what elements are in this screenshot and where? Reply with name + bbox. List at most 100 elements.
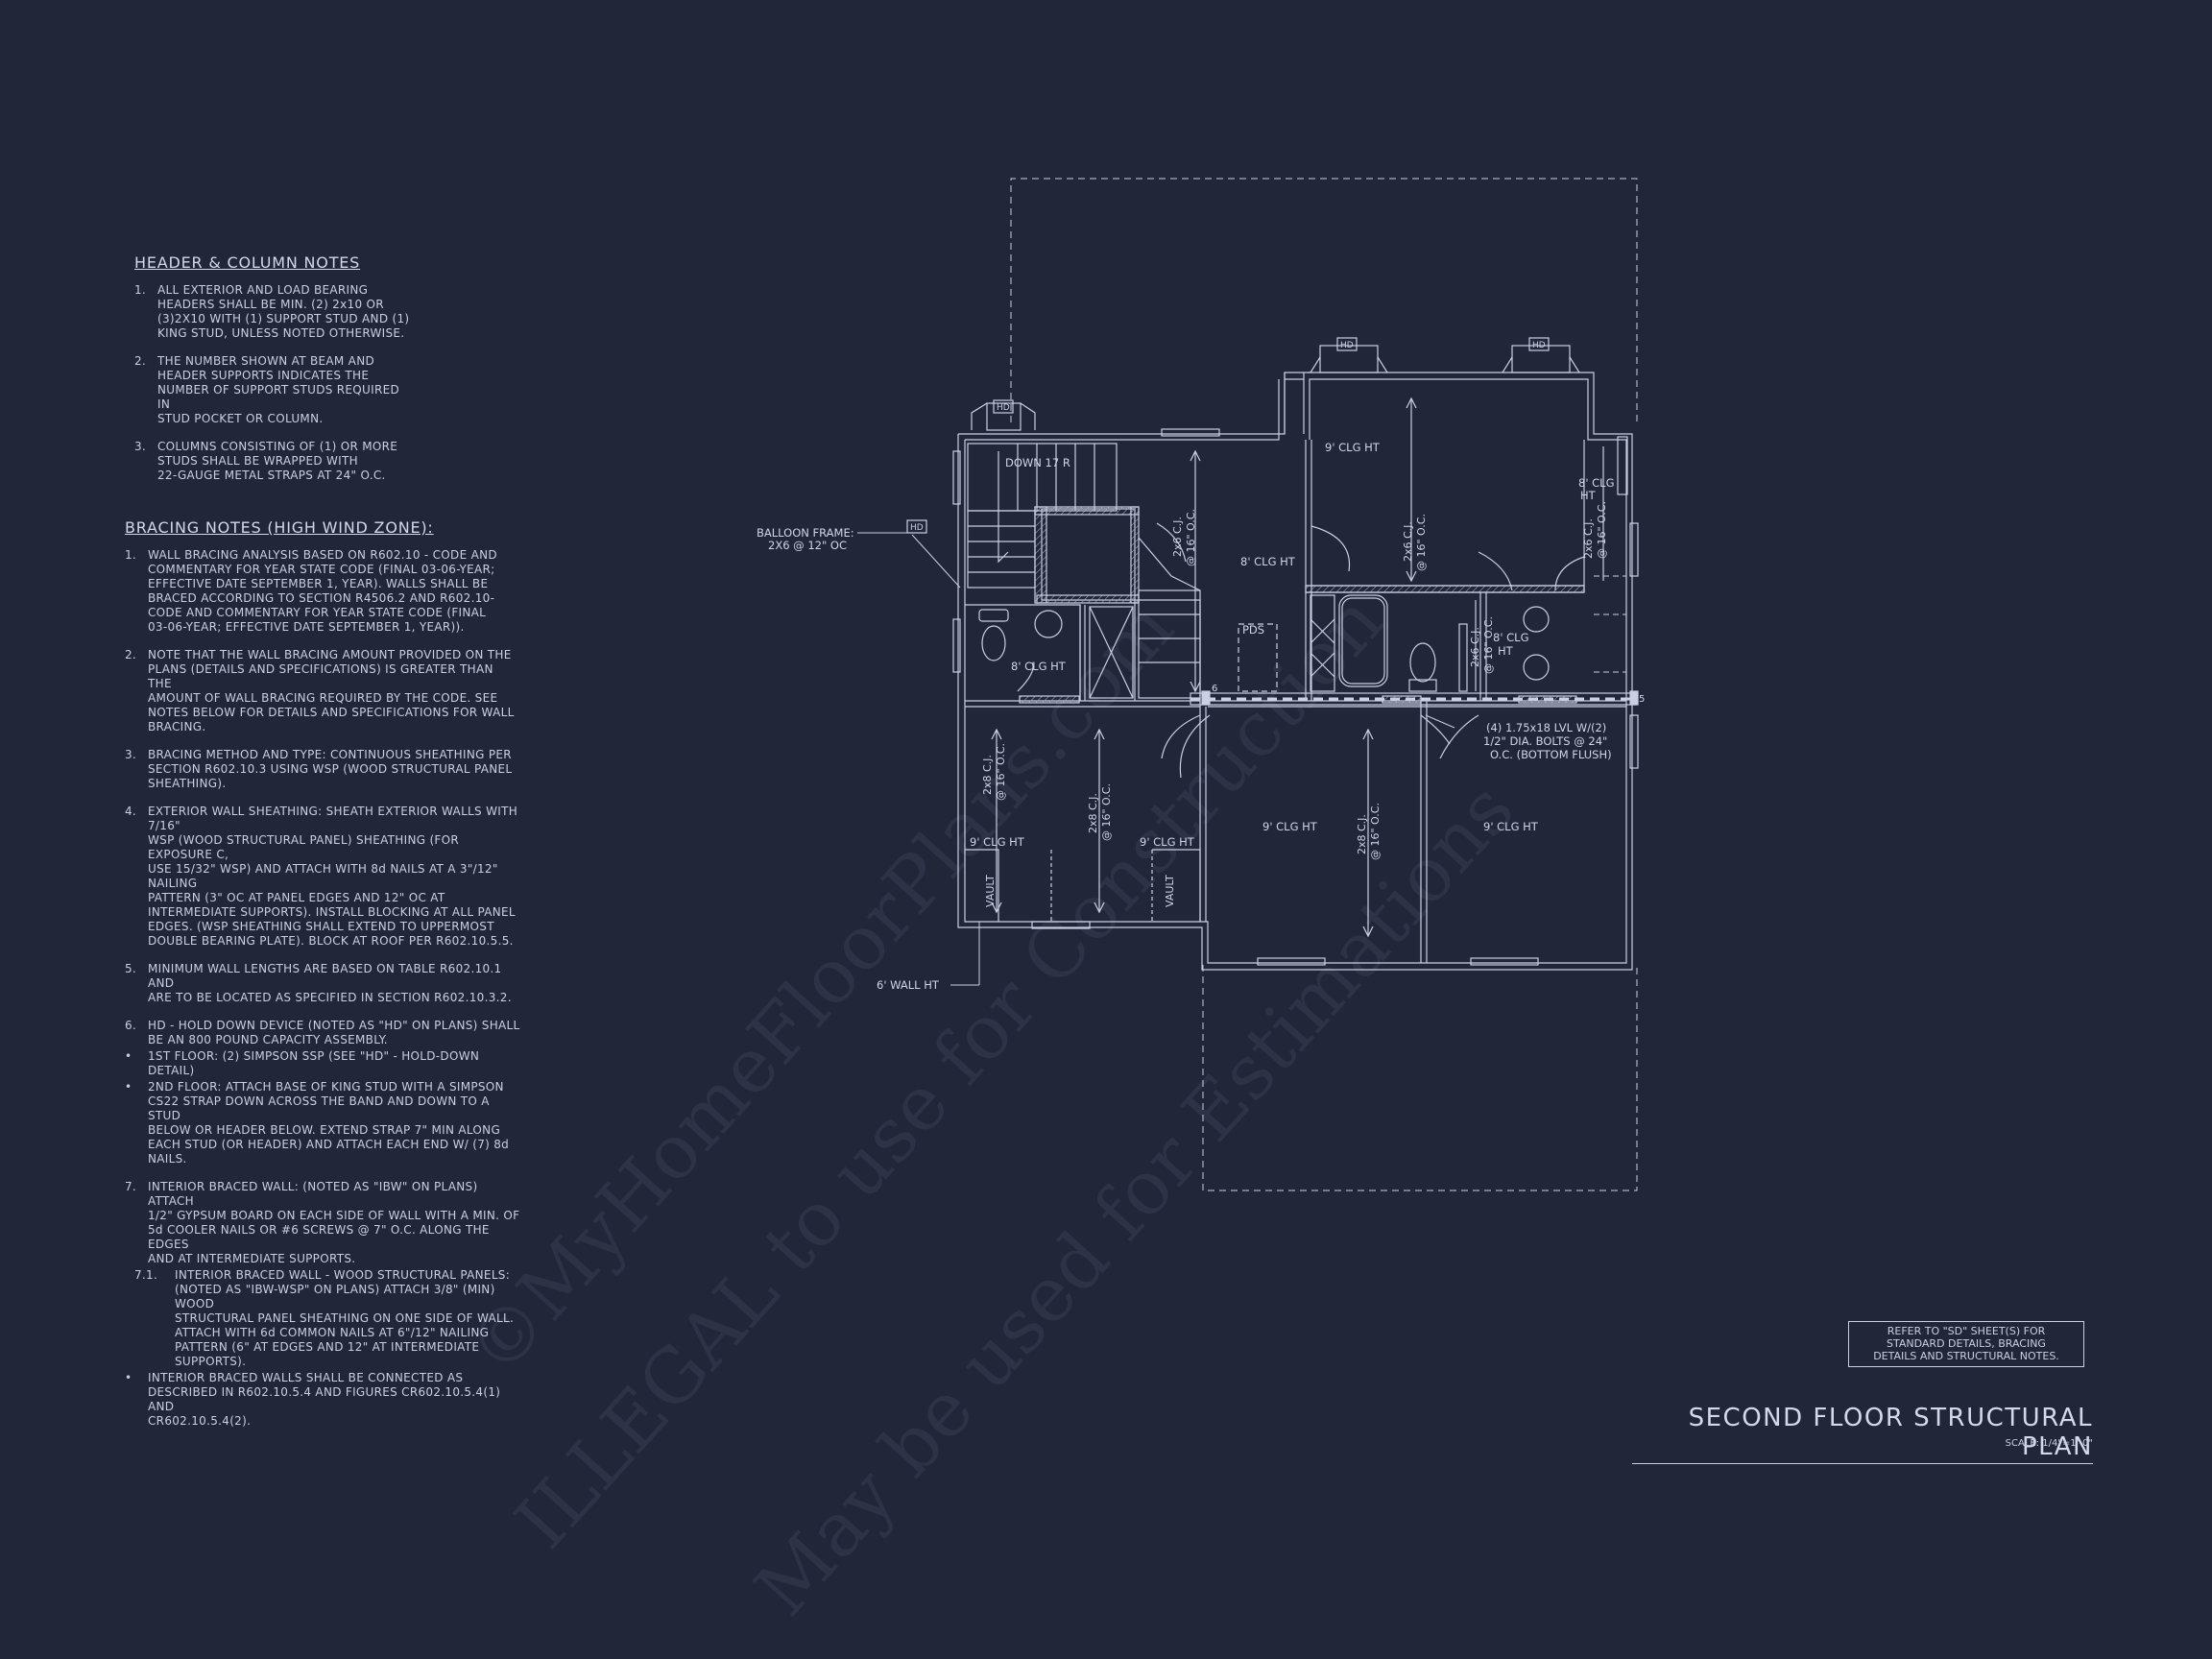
joist-label: 2x6 C.J.: [1402, 521, 1414, 562]
dashed-roof-outline: [1010, 178, 1638, 1191]
note-number: 1.: [125, 548, 137, 562]
reference-note: REFER TO "SD" SHEET(S) FOR STANDARD DETA…: [1848, 1321, 2084, 1367]
stair: [967, 443, 1201, 699]
note-text: 1ST FLOOR: (2) SIMPSON SSP (SEE "HD" - H…: [148, 1049, 480, 1077]
note-item: 3. COLUMNS CONSISTING OF (1) OR MORE STUD…: [134, 440, 413, 483]
stud-count: 5: [1639, 694, 1645, 705]
note-text: INTERIOR BRACED WALL - WOOD STRUCTURAL P…: [175, 1268, 515, 1368]
note-text: WALL BRACING ANALYSIS BASED ON R602.10 -…: [148, 548, 497, 634]
note-item: 2.THE NUMBER SHOWN AT BEAM AND HEADER SU…: [134, 354, 413, 426]
hd-label: HD: [910, 523, 924, 533]
balloon-frame-label: BALLOON FRAME:: [757, 526, 854, 540]
hd-label: HD: [1532, 341, 1546, 350]
joist-arrows: [991, 397, 1604, 938]
joist-label: @ 16" O.C.: [995, 743, 1007, 801]
note-number: 1.: [134, 283, 147, 297]
lvl-beam: [1190, 690, 1639, 706]
stair-down-label: DOWN 17 R: [1005, 456, 1070, 469]
beam-note: (4) 1.75x18 LVL W/(2): [1486, 721, 1606, 734]
hatched-walls: [1019, 506, 1585, 704]
dashed-framing: [1594, 575, 1626, 673]
joist-label: @ 16" O.C.: [1100, 783, 1113, 841]
joist-label: @ 16" O.C.: [1185, 509, 1197, 566]
joist-label: @ 16" O.C.: [1596, 501, 1608, 559]
windows: [952, 428, 1639, 966]
ceiling-height-label: HT: [1580, 489, 1597, 502]
hold-down-markers: [906, 337, 1580, 534]
wall-height-label: 6' WALL HT: [877, 978, 940, 992]
leaders: [857, 532, 1455, 986]
vault-label: VAULT: [984, 875, 997, 907]
note-item: 3. BRACING METHOD AND TYPE: CONTINUOUS SH…: [125, 748, 520, 791]
ceiling-height-label: 8' CLG: [1578, 476, 1614, 490]
note-item: 5. MINIMUM WALL LENGTHS ARE BASED ON TABL…: [125, 962, 520, 1005]
beam-note: 1/2" DIA. BOLTS @ 24": [1483, 734, 1607, 748]
joist-label: 2x6 C.J.: [1469, 627, 1481, 667]
note-text: THE NUMBER SHOWN AT BEAM AND HEADER SUPP…: [157, 354, 400, 425]
joist-label: @ 16" O.C.: [1482, 616, 1495, 674]
bracing-notes: BRACING NOTES (HIGH WIND ZONE): 1. WALL B…: [125, 520, 520, 1442]
ceiling-height-label: 9' CLG HT: [1262, 820, 1318, 833]
vault-areas: [965, 849, 1201, 922]
bracing-notes-title: BRACING NOTES (HIGH WIND ZONE):: [125, 518, 434, 537]
hd-label: HD: [997, 403, 1010, 413]
bath-fixtures: [978, 594, 1550, 699]
note-number: 4.: [125, 805, 137, 818]
door-swings: [1017, 522, 1585, 779]
bracing-notes-list: 1. WALL BRACING ANALYSIS BASED ON R602.10…: [125, 548, 520, 1429]
beam-note: O.C. (BOTTOM FLUSH): [1490, 748, 1612, 761]
ceiling-height-label: 8' CLG HT: [1240, 555, 1296, 568]
note-number: 3.: [125, 748, 137, 761]
joist-label: 2x8 C.J.: [1356, 814, 1368, 854]
header-notes-list: 1. ALL EXTERIOR AND LOAD BEARING HEADERS …: [134, 283, 413, 483]
joist-label: 2x6 C.J.: [1171, 517, 1184, 557]
joist-label: @ 16" O.C.: [1415, 514, 1428, 571]
note-number: •: [125, 1371, 132, 1384]
note-number: 3.: [134, 440, 147, 453]
note-text: ALL EXTERIOR AND LOAD BEARING HEADERS SH…: [157, 283, 410, 340]
sheet-title-block: SECOND FLOOR STRUCTURAL PLAN: [1632, 1404, 2093, 1464]
note-item: 7. INTERIOR BRACED WALL: (NOTED AS "IBW" …: [125, 1180, 520, 1266]
note-number: 2.: [125, 648, 137, 661]
sheet-scale: SCALE: 1/4"=1'-0": [2005, 1438, 2093, 1449]
ceiling-height-label: 8' CLG: [1493, 631, 1528, 644]
note-text: 2ND FLOOR: ATTACH BASE OF KING STUD WITH…: [148, 1080, 510, 1166]
title-underline: [1632, 1463, 2093, 1464]
note-number: 7.1.: [134, 1268, 158, 1282]
note-item: • 1ST FLOOR: (2) SIMPSON SSP (SEE "HD" - …: [125, 1049, 520, 1078]
note-item: •INTERIOR BRACED WALLS SHALL BE CONNECTE…: [125, 1371, 520, 1429]
note-item: 1. WALL BRACING ANALYSIS BASED ON R602.10…: [125, 548, 520, 635]
balloon-frame-spec: 2X6 @ 12" OC: [768, 539, 847, 552]
note-text: INTERIOR BRACED WALL: (NOTED AS "IBW" ON…: [148, 1180, 520, 1265]
note-item: • 2ND FLOOR: ATTACH BASE OF KING STUD WIT…: [125, 1080, 520, 1166]
note-number: •: [125, 1049, 132, 1063]
note-item: 4. EXTERIOR WALL SHEATHING: SHEATH EXTERI…: [125, 805, 520, 949]
ceiling-height-label: 9' CLG HT: [1325, 441, 1381, 454]
note-text: EXTERIOR WALL SHEATHING: SHEATH EXTERIOR…: [148, 805, 518, 948]
note-text: HD - HOLD DOWN DEVICE (NOTED AS "HD" ON …: [148, 1019, 520, 1046]
note-text: BRACING METHOD AND TYPE: CONTINUOUS SHEA…: [148, 748, 513, 790]
ceiling-height-label: 9' CLG HT: [1483, 820, 1539, 833]
joist-label: 2x8 C.J.: [1087, 793, 1099, 833]
note-text: NOTE THAT THE WALL BRACING AMOUNT PROVID…: [148, 648, 515, 733]
ceiling-height-label: HT: [1498, 644, 1514, 658]
note-number: 7.: [125, 1180, 137, 1193]
ceiling-height-label: 9' CLG HT: [1140, 835, 1195, 849]
room-labels: DOWN 17 R BALLOON FRAME: 2X6 @ 12" OC 6'…: [757, 441, 1645, 992]
joist-labels: 2x6 C.J. @ 16" O.C. 2x6 C.J. @ 16" O.C. …: [981, 501, 1608, 907]
note-number: 5.: [125, 962, 137, 975]
joist-label: 2x6 C.J.: [1582, 518, 1595, 559]
note-item: 2. NOTE THAT THE WALL BRACING AMOUNT PROV…: [125, 648, 520, 734]
note-number: •: [125, 1080, 132, 1094]
note-text: MINIMUM WALL LENGTHS ARE BASED ON TABLE …: [148, 962, 512, 1004]
header-column-notes: HEADER & COLUMN NOTES 1. ALL EXTERIOR AND…: [134, 255, 413, 496]
note-item: 7.1. INTERIOR BRACED WALL - WOOD STRUCTUR…: [134, 1268, 520, 1369]
header-notes-title: HEADER & COLUMN NOTES: [134, 253, 361, 272]
note-text: COLUMNS CONSISTING OF (1) OR MORE STUDS …: [157, 440, 398, 482]
pds-label: PDS: [1242, 623, 1264, 637]
ceiling-height-label: 9' CLG HT: [970, 835, 1025, 849]
vault-label: VAULT: [1164, 875, 1176, 907]
ceiling-height-label: 8' CLG HT: [1011, 660, 1067, 673]
hd-labels: HD HD HD HD: [910, 341, 1546, 533]
